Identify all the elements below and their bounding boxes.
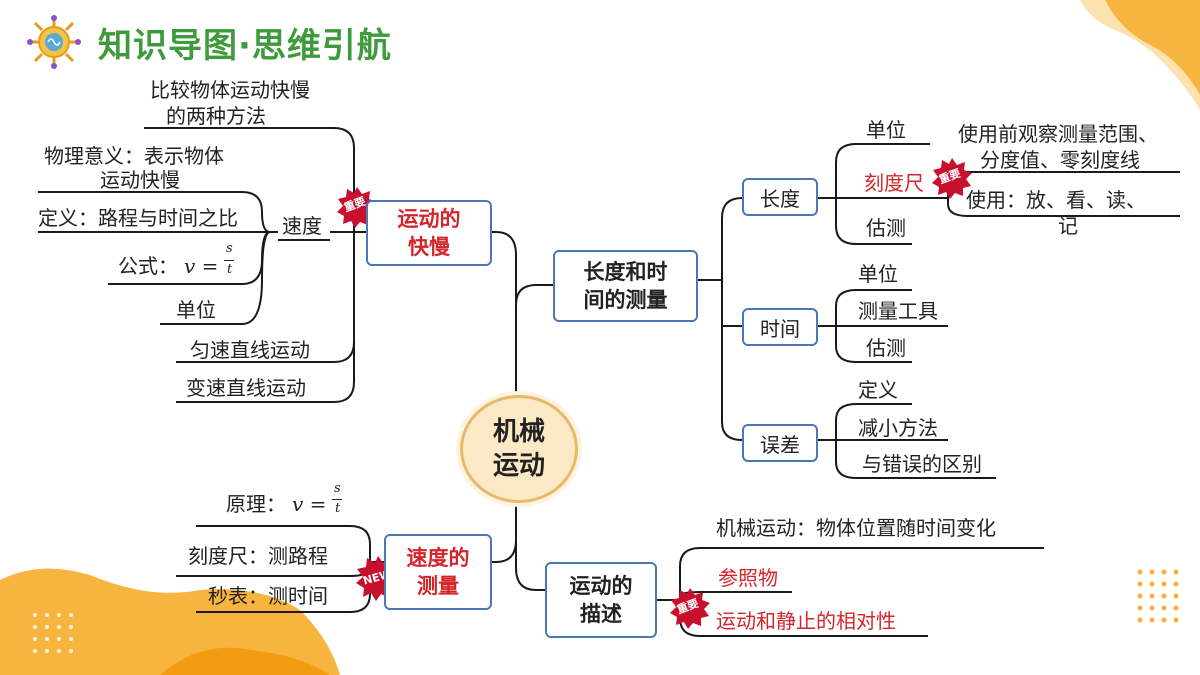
- center-node: 机械 运动: [460, 395, 578, 503]
- sm-stopwatch: [196, 562, 371, 613]
- describe-mechanical-text: 机械运动：物体位置随时间变化: [716, 516, 996, 540]
- brace-methods: [144, 127, 355, 232]
- node-describe-line1: 运动的: [569, 574, 633, 598]
- describe-mechanical: [679, 547, 1044, 600]
- brace-length: [721, 197, 743, 280]
- error-reduce-text: 减小方法: [858, 416, 938, 440]
- uniform-text: 匀速直线运动: [190, 338, 310, 362]
- node-speed-line1: 运动的: [397, 207, 461, 231]
- brace-error: [721, 280, 743, 441]
- center-line1: 机械: [492, 417, 545, 447]
- unit-text: 单位: [176, 298, 216, 322]
- ruler-use-line1: 使用：放、看、读、: [966, 188, 1146, 212]
- length-ruler-text: 刻度尺: [864, 171, 924, 195]
- node-speed-line2: 快慢: [408, 235, 450, 259]
- ruler-before-line2: 分度值、零刻度线: [980, 148, 1140, 172]
- meaning-line1: 物理意义：表示物体: [44, 144, 224, 168]
- formula-prefix: 公式：: [118, 254, 178, 278]
- dot-grid-bottom-left: [33, 613, 73, 653]
- formula-lhs: v =: [184, 254, 219, 278]
- length-unit-text: 单位: [866, 118, 906, 142]
- corner-decoration-bottom-left-dark: [160, 647, 330, 675]
- sm-principle: [196, 525, 371, 562]
- node-speed-measurement: 速度的 测量: [384, 534, 492, 610]
- length-estimate: [835, 198, 912, 245]
- sm-formula-lhs: v =: [292, 492, 327, 516]
- error-difference-text: 与错误的区别: [862, 452, 982, 476]
- sm-ruler-text: 刻度尺：测路程: [188, 544, 328, 568]
- node-length-time-measurement: 长度和时 间的测量: [553, 250, 698, 322]
- speed-sub-unit: [160, 231, 278, 325]
- node-measure-line1: 长度和时: [583, 260, 668, 284]
- meaning-line2: 运动快慢: [100, 168, 180, 192]
- methods-line2: 的两种方法: [166, 104, 266, 128]
- sm-formula-den: t: [335, 501, 341, 516]
- badge-ruler-important: [932, 158, 972, 199]
- sm-principle-prefix: 原理：: [226, 492, 286, 516]
- time-estimate-text: 估测: [866, 336, 906, 360]
- describe-reference-text: 参照物: [718, 566, 778, 590]
- node-speed: 运动的 快慢: [366, 200, 492, 266]
- trunk-up: [515, 284, 553, 395]
- ruler-before-line1: 使用前观察测量范围、: [958, 122, 1158, 146]
- center-line2: 运动: [492, 451, 545, 481]
- node-motion-description: 运动的 描述: [545, 562, 657, 638]
- badge-describe-important: [670, 588, 710, 629]
- corner-decoration-bottom-left: [0, 568, 340, 675]
- trunk-down: [515, 497, 545, 591]
- error-definition-text: 定义: [858, 378, 898, 402]
- node-time: 时间: [742, 308, 818, 346]
- error-definition: [835, 403, 912, 440]
- node-sm-line1: 速度的: [406, 546, 470, 570]
- length-unit: [835, 143, 930, 198]
- node-error: 误差: [742, 424, 818, 462]
- formula-bar: [224, 260, 234, 261]
- time-unit: [835, 289, 912, 326]
- brace-time: [721, 280, 742, 327]
- ruler-use-line2: 记: [1058, 214, 1078, 238]
- time-tool-text: 测量工具: [858, 299, 938, 323]
- corner-decoration-top-right: [1105, 0, 1200, 95]
- methods-line1: 比较物体运动快慢: [150, 78, 310, 102]
- time-unit-text: 单位: [858, 262, 898, 286]
- length-estimate-text: 估测: [866, 216, 906, 240]
- sm-formula-num: s: [334, 481, 341, 496]
- node-describe-line2: 描述: [580, 602, 622, 626]
- trunk-to-speedmeasure: [492, 497, 517, 563]
- node-sm-line2: 测量: [417, 574, 459, 598]
- brace-variable: [176, 232, 355, 403]
- formula-den: t: [227, 262, 233, 277]
- describe-relativity-text: 运动和静止的相对性: [716, 609, 896, 633]
- node-length: 长度: [742, 178, 818, 216]
- brain-gear-icon: [27, 15, 81, 69]
- sm-formula-bar: [332, 499, 342, 500]
- variable-text: 变速直线运动: [186, 376, 306, 400]
- corner-decoration-top-right-light: [1080, 0, 1200, 110]
- trunk-to-speed: [492, 231, 517, 305]
- definition-text: 定义：路程与时间之比: [38, 206, 238, 230]
- time-estimate: [835, 326, 912, 363]
- speed-label: 速度: [282, 214, 322, 238]
- sm-stopwatch-text: 秒表：测时间: [208, 584, 328, 608]
- page-title: 知识导图·思维引航: [98, 26, 392, 66]
- formula-num: s: [226, 241, 233, 256]
- dot-grid-bottom-right: [1137, 569, 1179, 623]
- error-difference: [835, 440, 996, 479]
- node-measure-line2: 间的测量: [583, 288, 668, 312]
- ruler-use: [947, 198, 1180, 217]
